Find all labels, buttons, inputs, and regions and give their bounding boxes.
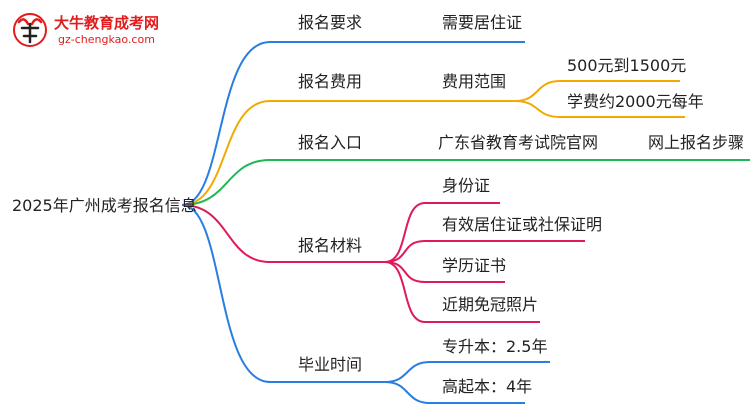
entry-extra: 网上报名步骤	[648, 133, 745, 152]
branch-materials-label: 报名材料	[298, 236, 363, 255]
logo-title: 大牛教育成考网	[54, 14, 160, 32]
connector-root-requirement	[181, 41, 525, 206]
connector-duration-item1	[384, 361, 550, 383]
branch-requirement-label: 报名要求	[298, 13, 363, 32]
connector-materials-item2	[384, 240, 585, 263]
materials-item-3: 学历证书	[442, 256, 507, 275]
connector-materials-item1	[384, 202, 500, 263]
connector-materials-item3	[384, 261, 505, 283]
bull-logo-icon	[13, 13, 47, 47]
fee-item-1: 500元到1500元	[567, 56, 687, 75]
connector-materials-item4	[384, 261, 540, 323]
branch-duration-label: 毕业时间	[298, 355, 363, 374]
logo-url: gz-chengkao.com	[58, 33, 155, 46]
root-topic: 2025年广州成考报名信息	[12, 196, 197, 215]
connector-root-fee	[181, 100, 515, 206]
site-logo[interactable]: 大牛教育成考网 gz-chengkao.com	[8, 8, 168, 52]
connector-root-duration	[181, 204, 385, 383]
connector-root-materials	[181, 204, 385, 263]
fee-item-2: 学费约2000元每年	[567, 92, 704, 111]
fee-detail: 费用范围	[442, 72, 507, 91]
connector-fee-item1	[514, 80, 680, 102]
requirement-detail: 需要居住证	[442, 13, 523, 32]
duration-item-1: 专升本：2.5年	[442, 337, 548, 356]
materials-item-1: 身份证	[442, 176, 491, 195]
materials-item-2: 有效居住证或社保证明	[442, 215, 603, 234]
connector-root-entry	[181, 159, 750, 206]
branch-fee-label: 报名费用	[298, 72, 363, 91]
branch-entry-label: 报名入口	[298, 133, 363, 152]
connector-duration-item2	[384, 381, 525, 404]
connector-fee-item2	[514, 100, 685, 118]
entry-detail: 广东省教育考试院官网	[438, 133, 599, 152]
materials-item-4: 近期免冠照片	[442, 295, 539, 314]
duration-item-2: 高起本：4年	[442, 377, 533, 396]
